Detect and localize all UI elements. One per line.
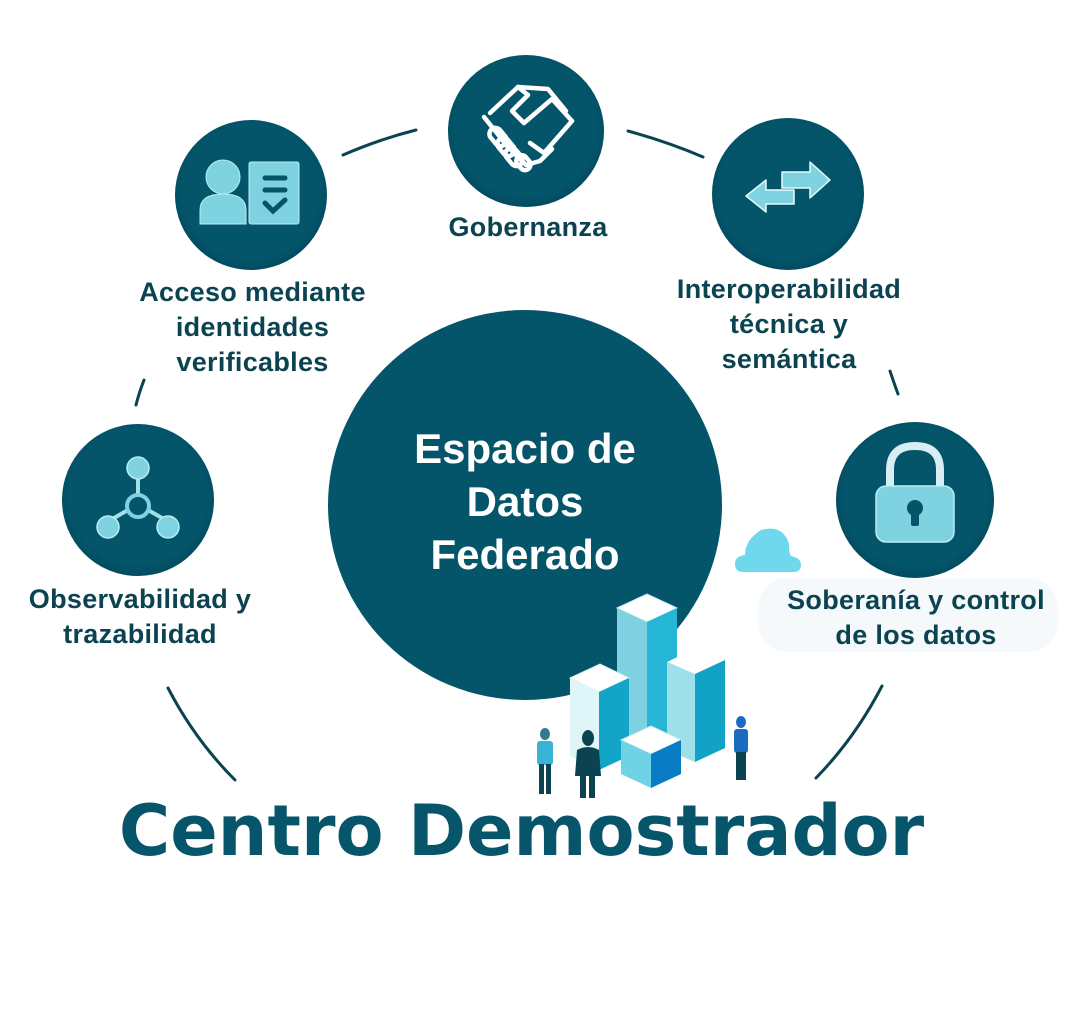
node-observabilidad [62, 424, 214, 576]
label-gobernanza: Gobernanza [448, 212, 608, 242]
arc-observabilidad-acceso [134, 378, 146, 407]
central-hub-label: Espacio de Datos Federado [414, 425, 636, 578]
label-interoperabilidad: Interoperabilidad técnica y semántica [676, 274, 902, 374]
cloud-icon [735, 528, 801, 572]
node-acceso [175, 120, 327, 270]
label-observabilidad: Observabilidad y trazabilidad [28, 584, 252, 649]
node-interoperabilidad [712, 118, 864, 270]
arc-soberania-bottom [814, 684, 884, 780]
label-soberania: Soberanía y control de los datos [787, 585, 1045, 650]
arc-interoperabilidad-soberania [888, 369, 900, 396]
footer-title: Centro Demostrador [118, 790, 925, 872]
label-acceso: Acceso mediante identidades verificables [139, 277, 366, 377]
node-gobernanza [448, 55, 604, 207]
network-nodes-icon [96, 456, 180, 539]
label-background [758, 578, 1058, 652]
data-buildings-people-icon [537, 593, 748, 798]
padlock-icon [875, 441, 955, 543]
arc-acceso-gobernanza [341, 128, 418, 157]
user-credential-icon [199, 159, 300, 225]
arc-gobernanza-interoperabilidad [626, 129, 705, 159]
handshake-icon [481, 84, 575, 173]
exchange-arrows-icon [745, 161, 831, 213]
arc-observabilidad-bottom [166, 686, 237, 782]
node-soberania [836, 422, 994, 578]
